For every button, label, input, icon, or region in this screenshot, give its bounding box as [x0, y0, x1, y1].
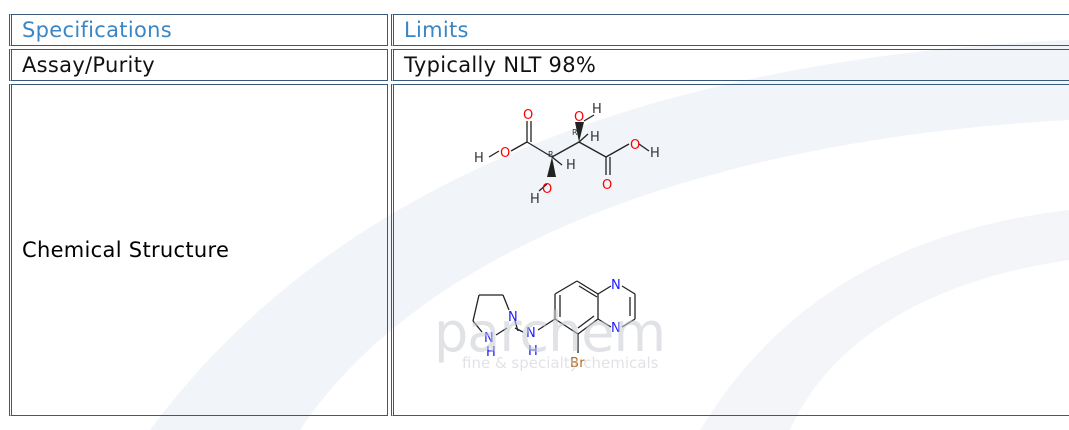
specifications-table: Specifications Limits Assay/Purity Typic…	[6, 11, 1069, 419]
tartaric-atom-labels: H O O O H H H O H O O H R R	[474, 102, 660, 207]
atom-n: N	[508, 310, 518, 325]
stereo-label: R	[572, 128, 578, 137]
chemical-structure-image: H O O O H H H O H O O H R R	[472, 102, 660, 371]
atom-o: O	[523, 108, 534, 123]
tartaric-acid-structure	[488, 114, 650, 192]
atom-h: H	[590, 130, 600, 145]
wedge-bond	[547, 157, 556, 177]
atom-h: H	[650, 146, 660, 161]
table-row: Chemical Structure	[9, 84, 1069, 416]
atom-n: N	[611, 278, 621, 293]
atom-n: N	[484, 331, 494, 346]
atom-o: O	[574, 110, 585, 125]
atom-h: H	[486, 345, 496, 360]
stereo-label: R	[548, 150, 554, 159]
atom-br: Br	[570, 356, 585, 371]
table-row: Assay/Purity Typically NLT 98%	[9, 49, 1069, 81]
table-header-row: Specifications Limits	[9, 14, 1069, 46]
atom-h: H	[474, 151, 484, 166]
atom-h: H	[528, 344, 538, 359]
limit-assay-purity: Typically NLT 98%	[391, 49, 1069, 81]
atom-n: N	[526, 326, 536, 341]
header-specifications: Specifications	[9, 14, 388, 46]
atom-o: O	[630, 138, 641, 153]
chemical-structure-cell: H O O O H H H O H O O H R R	[391, 84, 1069, 416]
atom-h: H	[592, 102, 602, 117]
spec-assay-purity: Assay/Purity	[9, 49, 388, 81]
spec-chemical-structure: Chemical Structure	[9, 84, 388, 416]
header-limits: Limits	[391, 14, 1069, 46]
atom-o: O	[542, 182, 553, 197]
atom-n: N	[611, 321, 621, 336]
atom-h: H	[530, 192, 540, 207]
atom-o: O	[602, 178, 613, 193]
brimonidine-atom-labels: N N H N H N N Br	[484, 278, 621, 371]
wedge-bond	[575, 122, 584, 142]
atom-h: H	[566, 158, 576, 173]
brimonidine-structure	[472, 280, 636, 353]
atom-o: O	[500, 146, 511, 161]
